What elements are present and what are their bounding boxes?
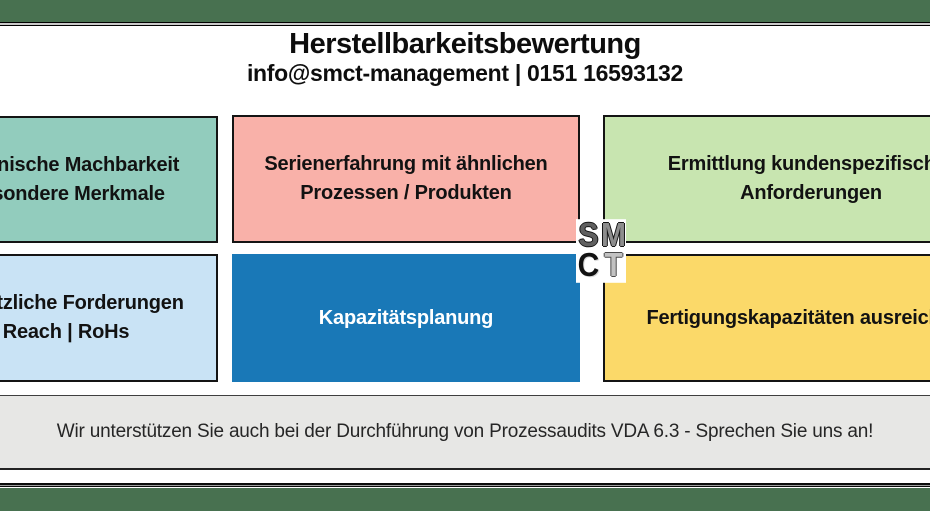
logo-letter-m: M <box>601 216 626 254</box>
logo-letter-c: C <box>576 246 601 284</box>
top-accent-bar <box>0 0 930 22</box>
box-line: Reach | RoHs <box>2 321 130 343</box>
box-line: Anforderungen <box>740 182 882 204</box>
logo-letter-s: S <box>576 219 601 253</box>
box-line: Ermittlung kundenspezifischer <box>667 153 930 175</box>
logo-letter-t: T <box>601 249 626 283</box>
smct-logo: S M C T <box>576 216 626 284</box>
box-line: Prozessen / Produkten <box>300 182 512 204</box>
box-fertigungskapazitaeten: Fertigungskapazitäten ausreichend <box>603 254 930 382</box>
box-line: Kapazitätsplanung <box>318 306 494 329</box>
header-separator <box>0 22 930 26</box>
page-title: Herstellbarkeitsbewertung <box>289 28 641 60</box>
footer-note: Wir unterstützen Sie auch bei der Durchf… <box>56 421 874 442</box>
logo-row: C T <box>576 246 626 284</box>
footer-note-bar: Wir unterstützen Sie auch bei der Durchf… <box>0 395 930 470</box>
bottom-separator <box>0 483 930 487</box>
bottom-accent-bar <box>0 488 930 511</box>
box-line: Besondere Merkmale <box>0 182 165 205</box>
box-line: Fertigungskapazitäten ausreichend <box>646 306 930 329</box>
logo-row: S M <box>576 216 626 254</box>
box-kapazitaetsplanung: Kapazitätsplanung <box>232 254 580 382</box>
box-line: Technische Machbarkeit <box>0 153 180 176</box>
box-kundenspezifische-anforderungen: Ermittlung kundenspezifischer Anforderun… <box>603 115 930 243</box>
box-line: Serienerfahrung mit ähnlichen <box>264 153 548 175</box>
box-line: Gesetzliche Forderungen <box>0 292 184 314</box>
box-technische-machbarkeit: Technische Machbarkeit Besondere Merkmal… <box>0 116 218 243</box>
box-serienerfahrung: Serienerfahrung mit ähnlichen Prozessen … <box>232 115 580 243</box>
box-gesetzliche-forderungen: Gesetzliche Forderungen Reach | RoHs <box>0 254 218 382</box>
contact-info: info@smct-management | 0151 16593132 <box>246 60 684 86</box>
